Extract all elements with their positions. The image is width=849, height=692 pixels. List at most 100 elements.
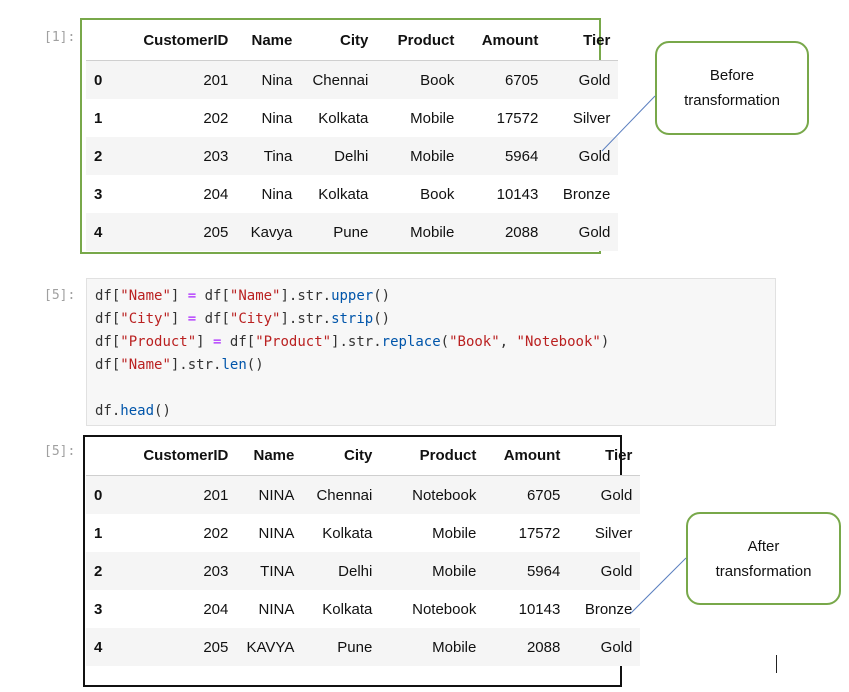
cell-city: Kolkata (318, 185, 369, 203)
cell-customerid: 205 (203, 638, 229, 656)
cell-name: NINA (258, 486, 295, 504)
code-token: [ (246, 334, 256, 350)
code-token: [ (111, 334, 121, 350)
code-token: "City" (120, 311, 171, 327)
cell-tier: Gold (600, 486, 633, 504)
cell-product: Mobile (410, 147, 455, 165)
cell-amount: 6705 (504, 71, 539, 89)
code-token: [ (111, 288, 121, 304)
code-token: = (204, 334, 230, 350)
cell-tier: Gold (578, 223, 611, 241)
code-token: "Product" (120, 334, 197, 350)
callout-before-line1: Before (709, 67, 755, 84)
cell-amount: 2088 (504, 223, 539, 241)
row-index: 1 (94, 109, 103, 127)
column-header-name: Name (236, 436, 303, 476)
code-token: ] (196, 334, 205, 350)
code-token: str (347, 334, 374, 350)
code-token: . (322, 288, 332, 304)
cell-city: Delhi (338, 562, 373, 580)
row-index: 0 (94, 486, 103, 504)
cell-name: KAVYA (246, 638, 295, 656)
column-header-name: Name (236, 21, 301, 61)
cell-amount: 5964 (526, 562, 561, 580)
row-index: 4 (94, 638, 103, 656)
column-header-customerid: CustomerID (110, 436, 237, 476)
code-token: df (95, 403, 112, 419)
code-token: ]. (170, 357, 188, 373)
code-line: df.head() (95, 400, 171, 422)
cell-city: Delhi (334, 147, 369, 165)
code-token: . (373, 334, 382, 350)
cell-product: Mobile (432, 638, 477, 656)
cell-amount: 2088 (526, 638, 561, 656)
cell-product: Mobile (432, 562, 477, 580)
code-line: df["Product"] = df["Product"].str.replac… (95, 331, 609, 353)
cell-tier: Gold (600, 562, 633, 580)
cell-name: NINA (258, 600, 295, 618)
code-token: = (179, 288, 205, 304)
cell-city: Chennai (316, 486, 373, 504)
code-token: replace (381, 334, 441, 350)
cell-product: Mobile (432, 524, 477, 542)
code-line: df["City"] = df["City"].str.strip() (95, 308, 390, 330)
cell-amount: 10143 (496, 185, 539, 203)
cell-tier: Gold (578, 147, 611, 165)
code-token: "City" (229, 311, 281, 327)
cell-customerid: 205 (203, 223, 229, 241)
cell-product: Book (420, 71, 455, 89)
code-token: df (204, 288, 222, 304)
row-index: 4 (94, 223, 103, 241)
cell-tier: Gold (600, 638, 633, 656)
callout-after-line2: transformation (715, 562, 812, 580)
column-header-amount: Amount (484, 436, 569, 476)
cell-customerid: 201 (203, 486, 229, 504)
code-token: [ (111, 357, 121, 373)
before-callout-connector (601, 95, 656, 152)
column-header-product: Product (376, 21, 463, 61)
code-editor[interactable]: df["Name"] = df["Name"].str.upper()df["C… (86, 278, 776, 426)
cell-customerid: 203 (203, 562, 229, 580)
code-token: ] (170, 288, 180, 304)
code-token: str (187, 357, 214, 373)
code-token: "Name" (120, 288, 171, 304)
code-token: "Name" (120, 357, 171, 373)
row-index: 2 (94, 147, 103, 165)
code-token: str (297, 311, 323, 327)
code-token: "Name" (229, 288, 281, 304)
cell-product: Book (420, 185, 455, 203)
code-token: [ (111, 311, 121, 327)
cell-name: TINA (260, 562, 295, 580)
cell-amount: 6705 (526, 486, 561, 504)
index-header (86, 436, 111, 476)
cell-product: Mobile (410, 109, 455, 127)
code-token: df (95, 311, 112, 327)
code-token: () (373, 288, 391, 304)
cell-customerid: 203 (203, 147, 229, 165)
after-callout-connector (629, 557, 687, 615)
cell-city: Pune (333, 223, 369, 241)
cell-city: Chennai (312, 71, 369, 89)
cell-name: Nina (261, 185, 293, 203)
column-header-tier: Tier (546, 21, 619, 61)
code-token: len (221, 357, 247, 373)
column-header-product: Product (380, 436, 485, 476)
row-index: 1 (94, 524, 103, 542)
cell-customerid: 201 (203, 71, 229, 89)
cell-tier: Bronze (562, 185, 611, 203)
cell-2-output-prompt: [5]: (44, 444, 76, 459)
code-token: [ (221, 288, 230, 304)
code-token: () (373, 311, 391, 327)
cell-city: Kolkata (322, 600, 373, 618)
cell-name: Nina (261, 109, 293, 127)
code-token: df (95, 334, 112, 350)
column-header-city: City (300, 21, 377, 61)
code-token: () (246, 357, 264, 373)
